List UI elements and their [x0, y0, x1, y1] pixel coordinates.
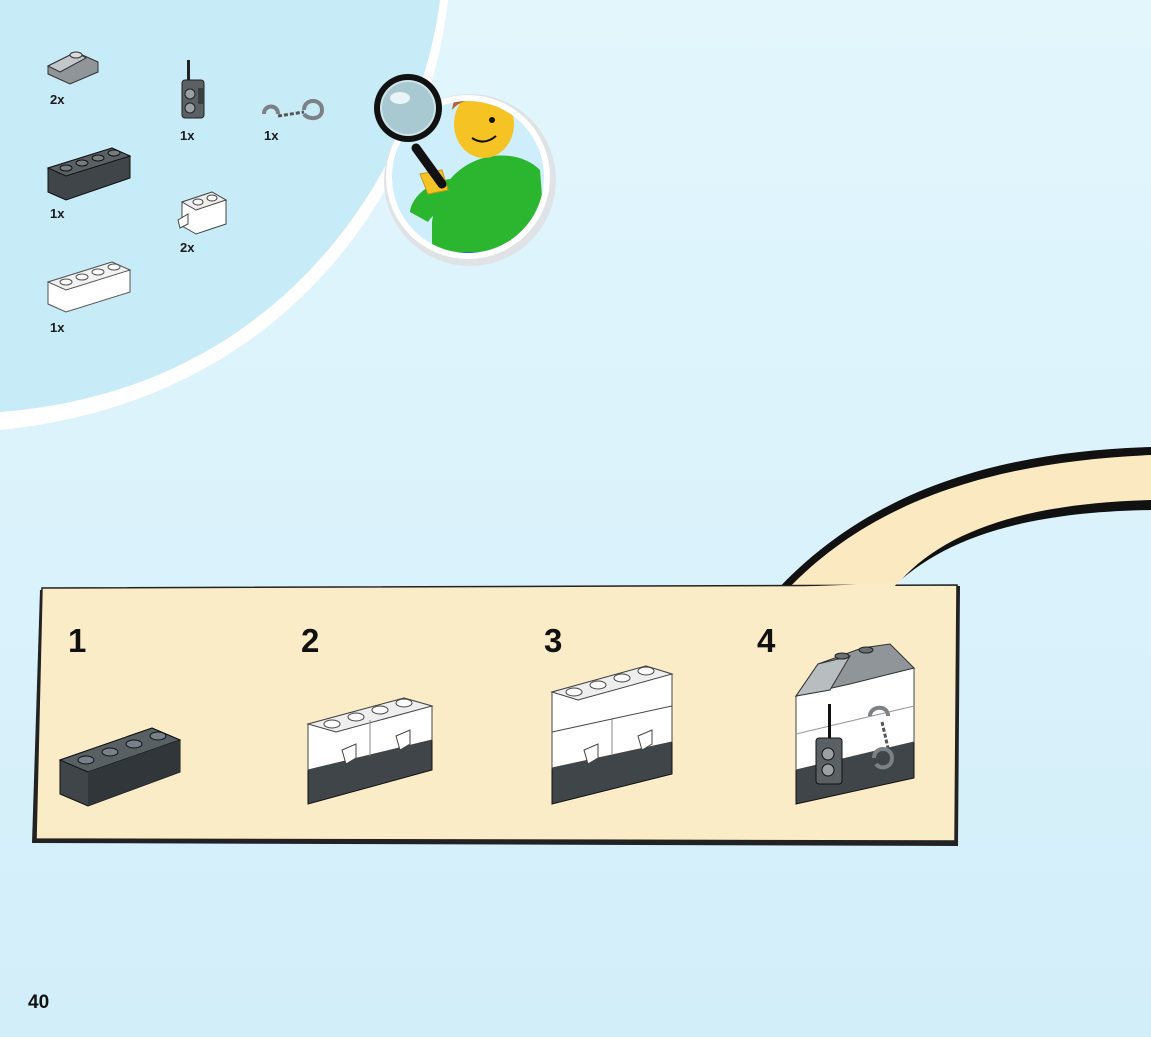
step-number: 3 [544, 622, 563, 659]
step-number: 2 [301, 622, 320, 659]
part-qty: 2x [180, 240, 195, 255]
part-qty: 1x [50, 320, 65, 335]
step-4-model [790, 638, 920, 815]
page-number: 40 [28, 992, 50, 1013]
minifigure-detective [372, 62, 566, 271]
part-qty: 1x [264, 128, 279, 143]
part-qty: 1x [50, 206, 65, 221]
minifigure-magnifier-icon [374, 74, 556, 266]
brick-1x4-white-icon [46, 261, 132, 313]
step-number: 4 [757, 622, 776, 659]
ribbon-join [786, 583, 897, 591]
step-2-assembly-icon [306, 697, 434, 805]
part-handcuffs: 1x [260, 94, 326, 143]
step-4-assembly-icon [794, 643, 915, 805]
part-qty: 1x [180, 128, 195, 143]
part-slope-brick: 2x [46, 44, 100, 107]
part-qty: 2x [50, 92, 65, 107]
step-2-model [304, 684, 436, 815]
step-3-assembly-icon [550, 665, 674, 805]
brick-1x4-dark-gray-icon [58, 727, 182, 807]
slope-brick-gray-icon [46, 51, 99, 85]
step-1-model [56, 716, 186, 815]
part-brick-dark-1x4: 1x [46, 142, 132, 221]
part-brick-clip: 2x [176, 190, 230, 255]
step-ribbon [787, 455, 1151, 590]
step-3-model [548, 656, 676, 813]
walkie-talkie-icon [181, 60, 205, 119]
brick-1x2-clip-white-icon [177, 191, 228, 235]
step-panel [35, 584, 958, 842]
brick-1x4-dark-gray-icon [46, 147, 132, 201]
step-number: 1 [68, 622, 87, 659]
part-walkie-talkie: 1x [176, 58, 210, 143]
part-brick-white-1x4: 1x [46, 256, 132, 335]
handcuffs-icon [262, 99, 325, 121]
